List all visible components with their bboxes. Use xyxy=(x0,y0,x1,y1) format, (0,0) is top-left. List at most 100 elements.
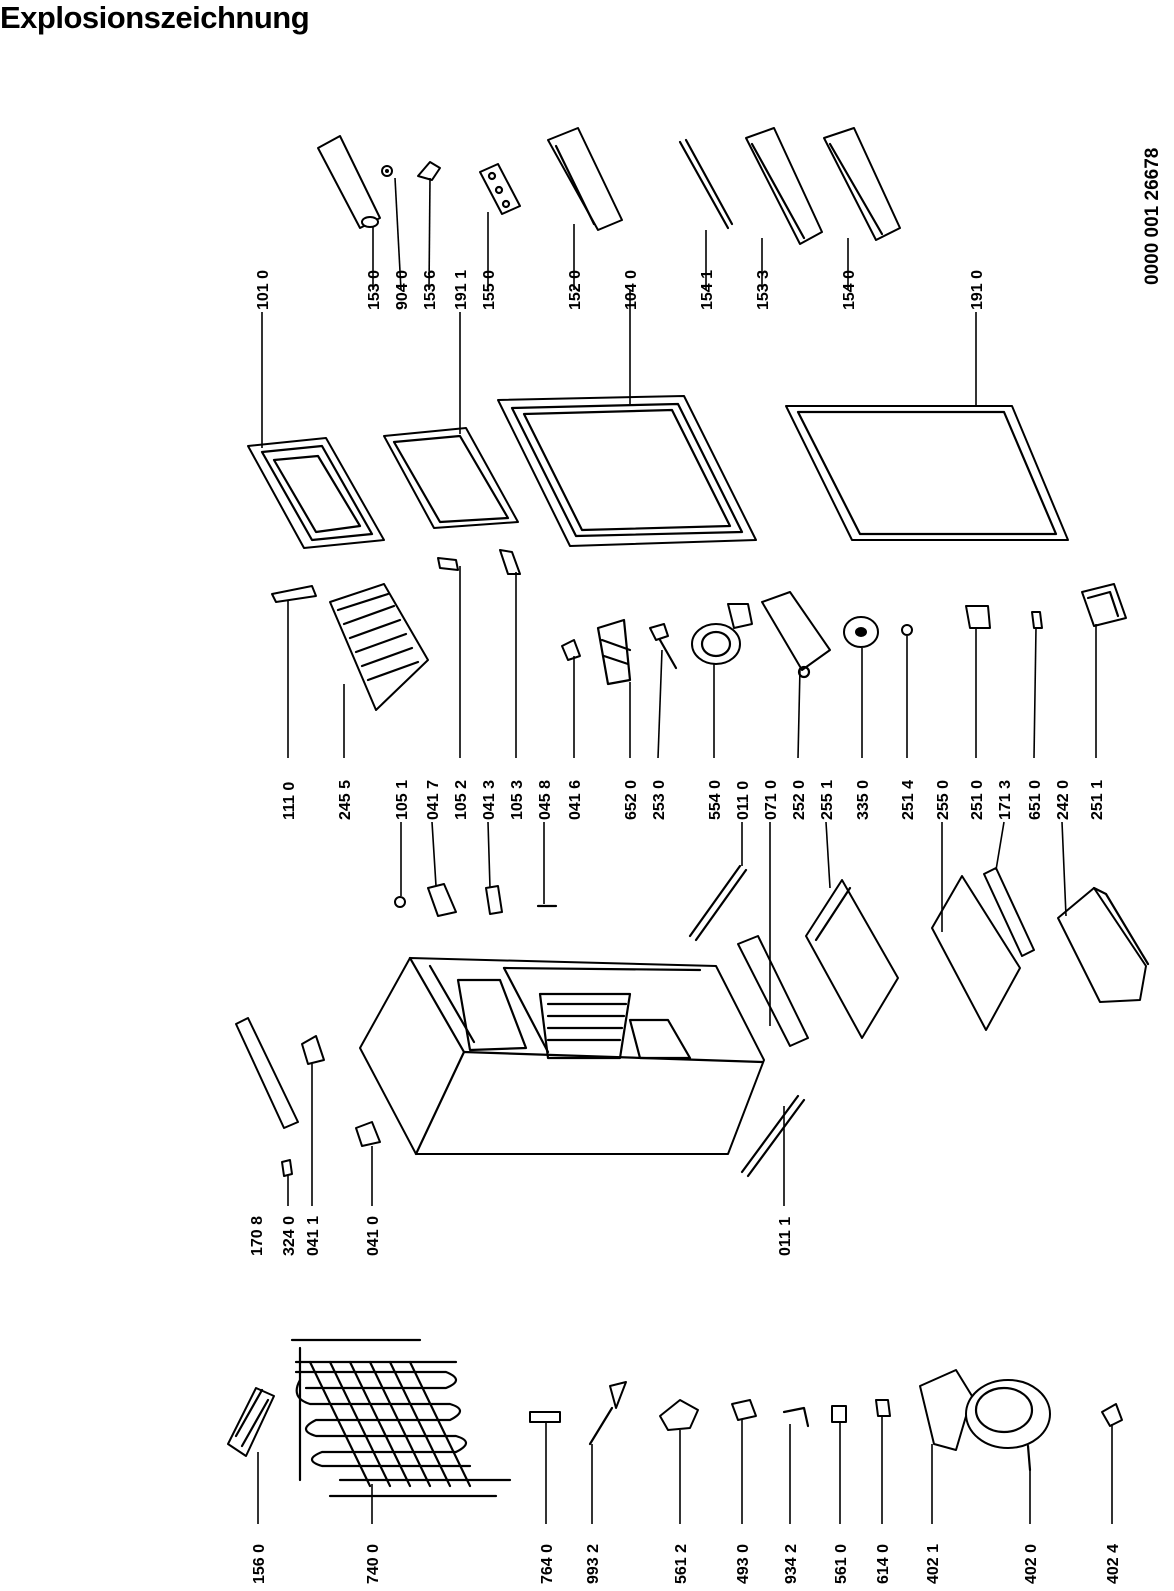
part-label: 402 1 xyxy=(925,1544,942,1584)
part-wire-934-2 xyxy=(782,1406,810,1428)
part-label: 554 0 xyxy=(707,780,724,820)
part-clip-561-0 xyxy=(831,1405,847,1423)
part-label: 191 1 xyxy=(453,270,470,310)
part-label: 153 3 xyxy=(755,270,772,310)
part-block-493 xyxy=(731,1399,757,1421)
part-label: 011 1 xyxy=(777,1217,794,1256)
part-label: 153 6 xyxy=(422,270,439,310)
part-egg-tray xyxy=(479,163,521,215)
part-lamp-cover xyxy=(761,591,831,679)
part-label: 041 7 xyxy=(425,780,442,820)
part-label: 011 0 xyxy=(735,781,752,820)
part-label: 934 2 xyxy=(783,1544,800,1584)
part-grommet-614 xyxy=(875,1399,891,1417)
part-glass-shelf-255-1 xyxy=(805,879,899,1039)
part-wire-basket xyxy=(329,583,429,711)
part-label: 402 4 xyxy=(1105,1544,1122,1584)
part-label: 740 0 xyxy=(365,1544,382,1584)
part-pin-651 xyxy=(1031,611,1043,629)
part-box-251-1 xyxy=(1081,583,1127,627)
part-hinge-041-7 xyxy=(427,883,457,917)
part-hinge-041-3 xyxy=(485,885,503,915)
part-label: 251 1 xyxy=(1089,780,1106,820)
part-label: 255 1 xyxy=(819,780,836,820)
part-label: 252 0 xyxy=(791,780,808,820)
part-clip-105-2 xyxy=(437,557,459,571)
part-bracket-111 xyxy=(271,585,317,603)
part-label: 904 0 xyxy=(394,270,411,310)
part-hinge-041-0 xyxy=(355,1121,381,1147)
part-tube-764 xyxy=(529,1411,561,1423)
part-label: 156 0 xyxy=(251,1544,268,1584)
part-clip-402-4 xyxy=(1101,1403,1123,1427)
part-label: 154 0 xyxy=(841,270,858,310)
part-label: 041 1 xyxy=(305,1216,322,1256)
part-round-cap xyxy=(843,616,879,648)
part-compressor xyxy=(965,1379,1051,1472)
part-clip-105-3 xyxy=(499,549,521,575)
part-label: 041 6 xyxy=(567,780,584,820)
part-small-clip xyxy=(417,161,441,181)
part-label: 105 2 xyxy=(453,780,470,820)
part-label: 335 0 xyxy=(855,780,872,820)
part-evaporator xyxy=(290,1338,512,1498)
part-sensor-993-2 xyxy=(588,1381,627,1446)
part-label: 104 0 xyxy=(623,270,640,310)
part-label: 105 3 xyxy=(509,780,526,820)
part-door-shelf-3 xyxy=(823,127,901,241)
part-relay-561-2 xyxy=(659,1399,699,1431)
part-label: 251 4 xyxy=(900,780,917,820)
part-label: 614 0 xyxy=(875,1544,892,1584)
part-fridge-door xyxy=(497,395,757,547)
part-label: 255 0 xyxy=(935,780,952,820)
part-door-shelf-2 xyxy=(745,127,823,245)
part-small-knob xyxy=(381,165,393,177)
part-label: 245 5 xyxy=(337,780,354,820)
leader-lines xyxy=(257,177,1113,1524)
part-label: 561 0 xyxy=(833,1544,850,1584)
part-label: 111 0 xyxy=(281,782,298,820)
part-lamp-housing xyxy=(691,603,753,665)
part-label: 041 3 xyxy=(481,780,498,820)
part-freezer-door xyxy=(247,437,385,549)
part-label: 402 0 xyxy=(1023,1544,1040,1584)
part-label: 154 1 xyxy=(699,270,716,310)
part-label: 153 0 xyxy=(366,270,383,310)
part-glass-shelf-255-0 xyxy=(931,875,1021,1031)
part-label: 764 0 xyxy=(539,1544,556,1584)
part-label: 041 0 xyxy=(365,1216,382,1256)
part-knob-253 xyxy=(649,623,678,670)
part-label: 253 0 xyxy=(651,780,668,820)
part-small-knob-105-1 xyxy=(394,896,406,908)
part-label: 105 1 xyxy=(394,780,411,820)
part-hinge-170-8 xyxy=(235,1017,299,1129)
part-door-shelf-1 xyxy=(547,127,623,231)
part-thermostat xyxy=(596,618,632,686)
part-rail-011-0 xyxy=(688,864,748,942)
part-clip-041-6 xyxy=(561,639,581,661)
part-freezer-door-gasket xyxy=(383,427,519,529)
part-label: 251 0 xyxy=(969,780,986,820)
part-rail-011-1 xyxy=(740,1094,806,1178)
part-label: 171 3 xyxy=(997,780,1014,820)
part-pin-324 xyxy=(281,1159,293,1177)
part-compressor-cover xyxy=(919,1369,973,1451)
part-fridge-door-gasket xyxy=(785,405,1069,541)
part-fridge-cabinet xyxy=(359,956,765,1156)
part-crisper-drawer xyxy=(1057,886,1150,1003)
part-crisper-cover-071 xyxy=(737,935,809,1047)
part-ice-tray xyxy=(227,1387,275,1457)
part-label: 242 0 xyxy=(1055,780,1072,820)
part-label: 324 0 xyxy=(281,1216,298,1256)
part-label: 993 2 xyxy=(585,1544,602,1584)
part-label: 651 0 xyxy=(1027,780,1044,820)
part-label: 155 0 xyxy=(481,270,498,310)
part-small-ring xyxy=(901,624,913,636)
part-label: 071 0 xyxy=(763,780,780,820)
part-label: 170 8 xyxy=(249,1216,266,1256)
document-number: 0000 001 26678 xyxy=(1142,148,1163,285)
part-label: 191 0 xyxy=(969,270,986,310)
part-label: 152 0 xyxy=(567,270,584,310)
part-label: 045 8 xyxy=(537,780,554,820)
